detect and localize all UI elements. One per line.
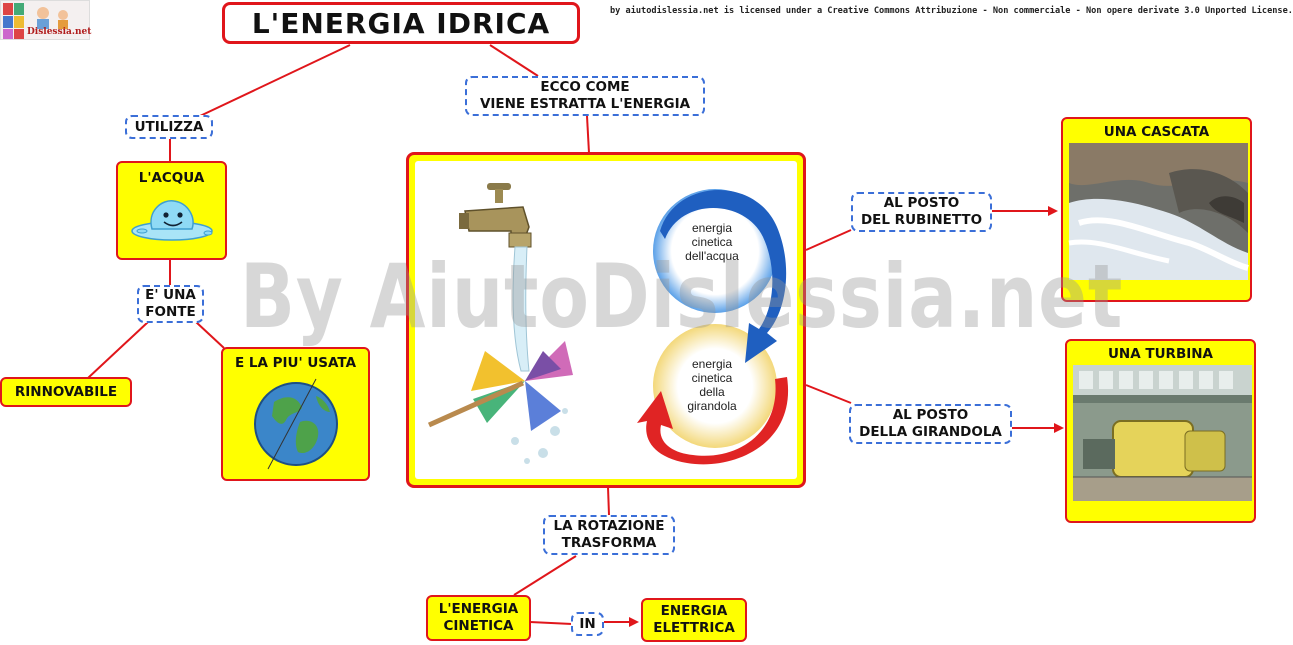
girandola-energy-label: energia cinetica della girandola [667,357,757,413]
site-logo: Dislessia.net [0,0,92,40]
rubinetto-text-line2: DEL RUBINETTO [860,212,983,228]
turbina-text: UNA TURBINA [1107,346,1214,362]
rinnovabile-node: RINNOVABILE [0,377,132,407]
fonte-text-line2: FONTE [145,304,196,320]
girandola-text-line2: DELLA GIRANDOLA [859,424,1002,440]
acqua-energy-line3: dell'acqua [685,249,739,263]
rotazione-text-line2: TRASFORMA [561,535,657,551]
link-estratta-diagram [586,115,590,154]
logo-blocks-icon [3,3,68,39]
turbina-node: UNA TURBINA [1065,339,1256,523]
turbine-photo [1073,365,1252,501]
cascata-text: UNA CASCATA [1103,124,1210,140]
rubinetto-text-line1: AL POSTO [883,195,960,211]
elettrica-text-line1: ENERGIA [660,603,728,619]
link-diagram-rotazione [607,486,610,516]
globe-icon [253,378,338,470]
acqua-energy-line2: cinetica [691,235,733,249]
rinnovabile-text: RINNOVABILE [14,383,118,400]
utilizza-node: UTILIZZA [125,115,213,139]
license-text: by aiutodislessia.net is licensed under … [610,6,1293,16]
logo-text: Dislessia.net [27,27,92,37]
estratta-text-line1: ECCO COME [540,79,630,95]
elettrica-text-line2: ELETTRICA [653,620,735,636]
rotazione-node: LA ROTAZIONE TRASFORMA [543,515,675,555]
girandola-node: AL POSTO DELLA GIRANDOLA [849,404,1012,444]
watermark-text: By AiutoDislessia.net [240,245,1124,348]
link-title-estratta [489,44,539,77]
connector-lines [87,44,1064,627]
elettrica-node: ENERGIA ELETTRICA [641,598,747,642]
map-title-text: L'ENERGIA IDRICA [251,6,551,40]
in-node: IN [571,612,604,636]
link-diagram-rubinetto [805,229,852,251]
cinetica-node: L'ENERGIA CINETICA [426,595,531,641]
link-cinetica-in [529,621,573,625]
girandola-energy-line4: girandola [687,399,737,413]
girandola-energy-line3: della [699,385,725,399]
link-fonte-rinnovabile [87,321,149,379]
acqua-energy-label: energia cinetica dell'acqua [667,221,757,263]
map-title: L'ENERGIA IDRICA [222,2,580,44]
turbine-image [1073,365,1252,501]
waterfall-photo [1068,143,1249,280]
rotazione-text-line1: LA ROTAZIONE [553,518,665,534]
link-rotazione-cinetica [513,555,577,596]
acqua-energy-line1: energia [691,221,733,235]
diagram-canvas: energia cinetica dell'acqua energia cine… [415,161,797,479]
fonte-node: E' UNA FONTE [137,285,204,323]
piu-usata-node: E LA PIU' USATA [221,347,370,481]
acqua-text: L'ACQUA [138,170,205,186]
piu-usata-text: E LA PIU' USATA [234,355,357,371]
fonte-text-line1: E' UNA [145,287,196,303]
in-text: IN [579,615,596,632]
link-fonte-piu-usata [195,321,225,349]
estratta-node: ECCO COME VIENE ESTRATTA L'ENERGIA [465,76,705,116]
waterfall-image [1068,143,1249,280]
rubinetto-node: AL POSTO DEL RUBINETTO [851,192,992,232]
utilizza-text: UTILIZZA [134,118,204,135]
cinetica-text-line1: L'ENERGIA [438,601,519,617]
girandola-energy-line2: cinetica [691,371,733,385]
faucet-pinwheel-illustration [427,183,789,465]
water-drop-icon [130,200,213,241]
energy-diagram: energia cinetica dell'acqua energia cine… [406,152,806,488]
cascata-node: UNA CASCATA [1061,117,1252,302]
girandola-energy-line1: energia [691,357,733,371]
link-diagram-girandola [805,384,852,404]
link-title-utilizza [199,44,351,117]
cinetica-text-line2: CINETICA [443,618,514,634]
acqua-node: L'ACQUA [116,161,227,260]
girandola-text-line1: AL POSTO [892,407,969,423]
estratta-text-line2: VIENE ESTRATTA L'ENERGIA [479,96,691,112]
